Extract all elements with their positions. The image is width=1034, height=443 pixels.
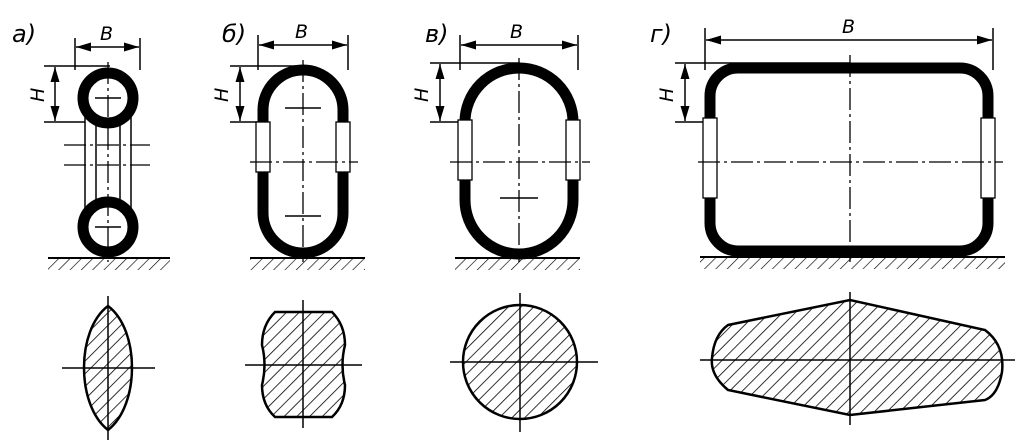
height-label: Н — [411, 88, 433, 102]
figure-label: б) — [222, 20, 246, 48]
width-label: В — [842, 16, 855, 38]
figure-a: а) В Н — [12, 20, 170, 440]
figure-v: в) В Н — [411, 20, 598, 432]
cross-section-g — [710, 298, 1004, 417]
height-label: Н — [211, 88, 233, 102]
figure-label: г) — [650, 20, 672, 48]
height-label: Н — [656, 88, 678, 102]
figure-label: а) — [12, 20, 36, 48]
height-label: Н — [27, 88, 49, 102]
width-label: В — [100, 23, 113, 45]
figure-b: б) В Н — [211, 20, 365, 428]
width-label: В — [510, 21, 523, 43]
width-label: В — [295, 21, 308, 43]
figure-g: г) В Н — [650, 16, 1015, 425]
figure-label: в) — [425, 20, 449, 48]
